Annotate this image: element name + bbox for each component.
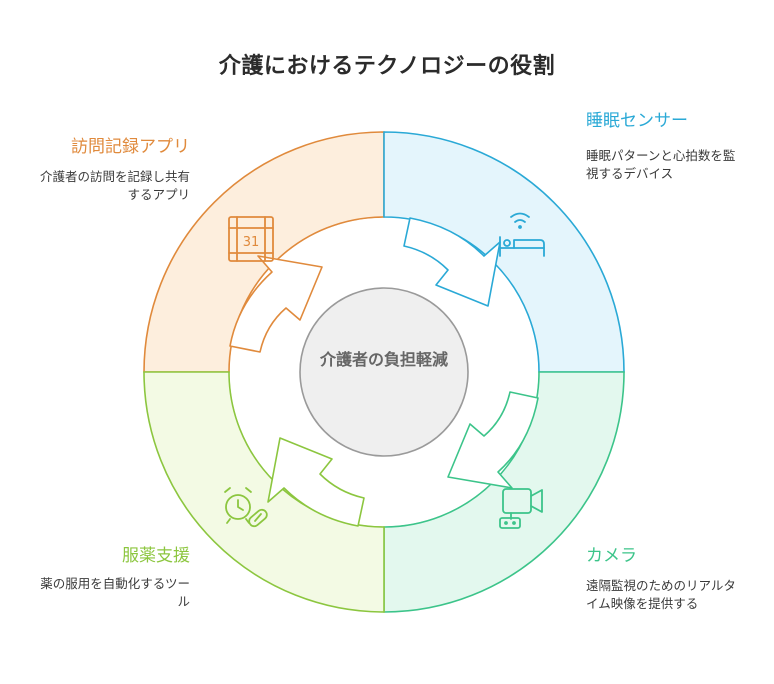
calendar-icon	[228, 216, 274, 262]
app-heading: 訪問記録アプリ	[71, 137, 190, 157]
center-circle	[299, 287, 469, 457]
app-description: 介護者の訪問を記録し共有するアプリ	[39, 169, 190, 202]
arrow-app	[229, 255, 323, 353]
sensor-description: 睡眠パターンと心拍数を監視するデバイス	[586, 148, 736, 181]
arrow-sensor	[403, 217, 501, 307]
sensor-heading: 睡眠センサー	[586, 111, 688, 131]
camera-icon	[499, 488, 543, 529]
center-label: 介護者の負担軽減	[319, 350, 448, 369]
calendar-day: 31	[243, 235, 260, 250]
sector-app[interactable]	[143, 131, 385, 373]
alarm-pill-icon	[224, 487, 268, 528]
medication-description: 薬の服用を自動化するツール	[40, 576, 190, 609]
arrow-medication	[267, 437, 365, 527]
camera-heading: カメラ	[586, 546, 637, 566]
arrow-camera	[447, 391, 539, 489]
page-title: 介護におけるテクノロジーの役割	[218, 54, 556, 79]
camera-description: 遠隔監視のためのリアルタイム映像を提供する	[586, 578, 736, 611]
medication-heading: 服薬支援	[122, 546, 190, 566]
bed-sensor-icon	[499, 212, 545, 257]
